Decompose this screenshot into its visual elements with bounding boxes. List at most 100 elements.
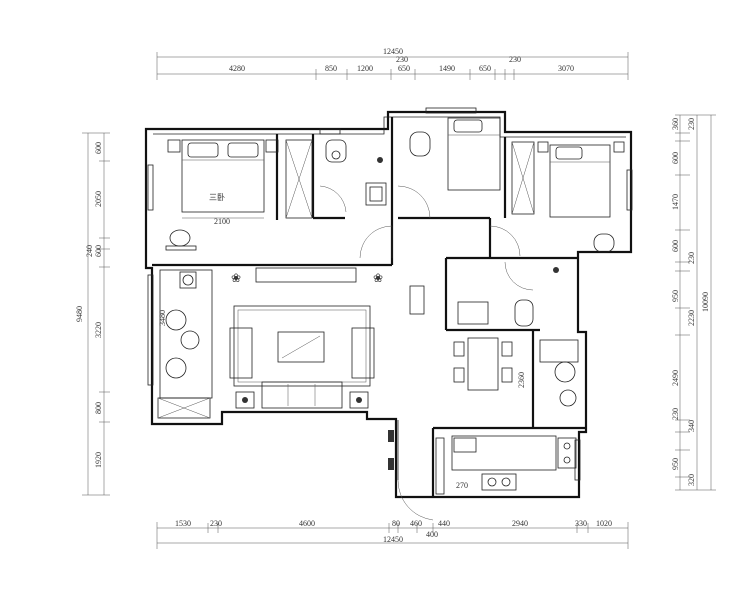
- right-dim-7: 950: [671, 290, 680, 302]
- window-bath: [319, 128, 341, 135]
- right-dim-6: 230: [687, 252, 696, 264]
- top-dim-7: 3070: [558, 64, 574, 73]
- bed-master: [181, 139, 265, 213]
- door-arc-bath2: [504, 261, 534, 291]
- bottom-dim-1: 1530: [175, 519, 191, 528]
- cabinet-dining: [539, 339, 579, 363]
- bed-3: [549, 144, 611, 218]
- plant-icon-1: ❀: [231, 271, 241, 285]
- top-dim-6: 650: [479, 64, 491, 73]
- toilet-1: [325, 139, 347, 163]
- balcony-counter: [159, 269, 213, 399]
- sofa: [261, 381, 343, 409]
- right-dimension-chain: 360 230 600 1470 600 230 950 2230 2490 2…: [671, 114, 716, 491]
- door-arc-master: [359, 225, 393, 259]
- floor-drain-2: [553, 267, 559, 273]
- interior-dim-bed: 2100: [214, 217, 230, 226]
- top-dim-5: 1490: [439, 64, 455, 73]
- toilet-2: [409, 131, 431, 157]
- stove: [481, 473, 517, 491]
- left-dim-3: 240: [85, 245, 94, 257]
- kitchen: 270: [435, 435, 577, 495]
- bathroom-2: [457, 267, 559, 327]
- bed-2: [447, 117, 501, 191]
- bottom-dimension-chain: 1530 230 4600 80 460 440 2940 330 1020 4…: [156, 519, 629, 549]
- washer: [179, 271, 197, 289]
- door-arc-bath1: [319, 185, 347, 213]
- shoe-cabinet: [409, 285, 425, 315]
- storage-box: [157, 397, 211, 419]
- top-total-dim: 12450: [383, 47, 403, 56]
- top-small-dim-1: 230: [396, 55, 408, 64]
- left-dim-5: 3220: [94, 322, 103, 338]
- window-balcony: [147, 274, 154, 386]
- window-left-bedroom: [147, 164, 154, 211]
- kitchen-shelf: [435, 437, 445, 495]
- dining-table: [467, 337, 499, 391]
- door-arc-entry: [397, 479, 434, 521]
- bottom-dim-5: 460: [410, 519, 422, 528]
- window-right-bedroom: [626, 169, 633, 211]
- door-arc-bedroom2: [397, 185, 431, 219]
- living-room: ❀ ❀: [229, 267, 425, 409]
- rug: [233, 305, 371, 387]
- bottom-dim-7: 2940: [512, 519, 528, 528]
- exterior-walls: [144, 110, 633, 499]
- sink-2: [457, 301, 489, 325]
- bedroom-2: [409, 117, 535, 215]
- fridge: [557, 437, 577, 469]
- top-dim-4: 650: [398, 64, 410, 73]
- armchair-right: [351, 327, 375, 379]
- nightstand-right: [265, 139, 279, 153]
- kitchen-sink: [453, 437, 477, 453]
- dining-area: 2360: [453, 337, 579, 407]
- right-total-dim: 10090: [701, 292, 710, 312]
- kitchen-counter: [451, 435, 557, 471]
- interior-walls: [152, 117, 586, 497]
- side-table-right: [349, 391, 369, 409]
- side-table-left: [235, 391, 255, 409]
- wardrobe-2: [511, 141, 535, 215]
- bottom-dim-4: 80: [392, 519, 400, 528]
- left-dim-4: 600: [94, 245, 103, 257]
- coffee-table: [277, 331, 325, 363]
- interior-dim-kitchen: 270: [456, 481, 468, 490]
- right-dim-5: 600: [671, 240, 680, 252]
- chair-balcony-1: [165, 309, 187, 331]
- armchair-left: [229, 327, 253, 379]
- right-dim-13: 320: [687, 474, 696, 486]
- right-dim-1: 360: [671, 118, 680, 130]
- interior-dim-balcony: 3480: [158, 310, 167, 326]
- top-small-dim-2: 230: [509, 55, 521, 64]
- entry-door-jamb-bottom: [388, 458, 394, 470]
- bottom-dim-8: 330: [575, 519, 587, 528]
- bathroom-1: [325, 139, 387, 206]
- left-total-dim: 9480: [75, 306, 84, 322]
- top-dimension-chain: 12450 4280 850 1200 650 1490 650 3070 23…: [156, 47, 629, 80]
- left-dim-7: 1920: [94, 452, 103, 468]
- chair-dining: [554, 361, 576, 383]
- tv-cabinet: [255, 267, 357, 283]
- chair-balcony-2: [165, 357, 187, 379]
- right-dim-3: 600: [671, 152, 680, 164]
- bottom-dim-2: 230: [210, 519, 222, 528]
- interior-dim-dining: 2360: [517, 372, 526, 388]
- right-dim-2: 230: [687, 118, 696, 130]
- window-kitchen: [574, 439, 581, 481]
- plant-icon-2: ❀: [373, 271, 383, 285]
- bottom-dim-6: 440: [438, 519, 450, 528]
- right-dim-9: 2490: [671, 370, 680, 386]
- right-dim-10: 230: [671, 408, 680, 420]
- chair-bedroom3: [593, 233, 615, 253]
- left-dim-6: 800: [94, 402, 103, 414]
- right-dim-11: 340: [687, 420, 696, 432]
- toilet-3: [514, 299, 534, 327]
- right-dim-12: 950: [671, 458, 680, 470]
- top-dim-3: 1200: [357, 64, 373, 73]
- left-dim-2: 2050: [94, 191, 103, 207]
- master-bedroom: 三卧 2100: [165, 139, 313, 251]
- desk-chair: [169, 229, 191, 247]
- doors: [319, 185, 534, 521]
